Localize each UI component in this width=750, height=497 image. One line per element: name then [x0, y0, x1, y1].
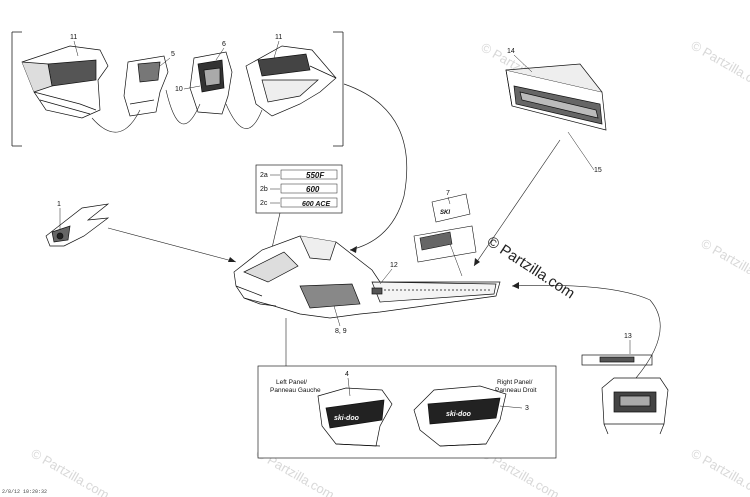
timestamp: 2/8/12 10:20:32: [2, 489, 48, 495]
decal-2c: 600 ACE: [302, 201, 330, 208]
callout-5: 5: [171, 51, 175, 58]
callout-8-9: 8, 9: [335, 328, 347, 335]
connector: [225, 103, 263, 129]
connector: [165, 89, 201, 125]
svg-text:ski-doo: ski-doo: [334, 415, 360, 422]
decal-box: 2a 550F 2b 600 2c 600 ACE: [255, 164, 343, 214]
callout-7: 7: [446, 190, 450, 197]
connector: [473, 139, 561, 267]
callout-10: 10: [175, 86, 183, 93]
watermark: © Partzilla.com: [699, 236, 750, 293]
part-7-decal: SKI: [413, 193, 477, 263]
decal-2a: 550F: [306, 171, 325, 180]
connector: [449, 243, 463, 277]
part-13-rear-flap: [581, 354, 669, 435]
callout-13: 13: [624, 333, 632, 340]
connector: [511, 284, 661, 379]
right-panel-label: Right Panel/: [497, 379, 533, 386]
callout-2a: 2a: [260, 172, 268, 179]
callout-4: 4: [345, 371, 349, 378]
right-panel-label-fr: Panneau Droit: [495, 387, 537, 394]
callout-14: 14: [507, 48, 515, 55]
watermark-center: © Partzilla.com: [484, 233, 578, 302]
connector: [271, 212, 281, 249]
snowmobile-body: [233, 235, 501, 319]
part-6-side-panel: [189, 51, 233, 115]
part-4-left-panel: ski-doo: [317, 387, 393, 447]
left-panel-label: Left Panel/: [276, 379, 307, 386]
callout-2c: 2c: [260, 200, 268, 207]
side-panels-box: [257, 365, 557, 459]
watermark: © Partzilla.com: [689, 38, 750, 95]
callout-11: 11: [70, 34, 77, 41]
svg-text:SKI: SKI: [440, 210, 450, 216]
callout-1: 1: [57, 201, 61, 208]
connector: [343, 83, 408, 251]
part-14-15-tunnel-decal: [505, 63, 607, 131]
group-bracket: [11, 32, 344, 146]
part-5-side-panel: [123, 55, 169, 117]
part-1-nose: [45, 203, 110, 247]
callout-6: 6: [222, 41, 226, 48]
callout-15: 15: [594, 167, 602, 174]
callout-12: 12: [390, 262, 398, 269]
callout-2b: 2b: [260, 186, 268, 193]
connector: [91, 109, 141, 133]
decal-2b: 600: [306, 185, 320, 194]
part-11-right-panel: [245, 45, 337, 117]
part-11-left-panel: [21, 45, 109, 119]
left-panel-label-fr: Panneau Gauche: [270, 387, 321, 394]
connector: [107, 227, 237, 263]
callout-11: 11: [275, 34, 282, 41]
part-3-right-panel: ski-doo: [413, 385, 507, 447]
callout-3: 3: [525, 405, 529, 412]
svg-text:ski-doo: ski-doo: [446, 411, 472, 418]
watermark: © Partzilla.com: [689, 446, 750, 497]
